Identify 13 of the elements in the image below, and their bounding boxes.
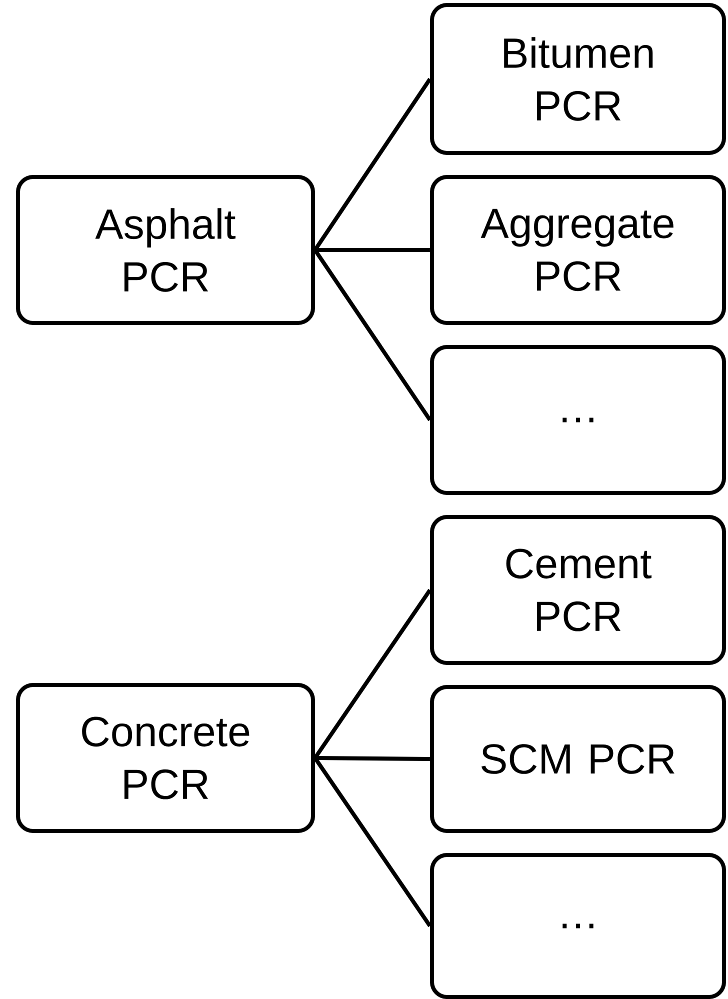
connector-line (313, 588, 432, 760)
category-box: Asphalt PCR (16, 174, 316, 325)
sub-category-box: SCM PCR (430, 684, 726, 833)
connector-line (315, 756, 430, 762)
sub-category-box: … (430, 852, 726, 999)
sub-category-box: Cement PCR (430, 514, 726, 666)
category-box: Concrete PCR (16, 682, 316, 833)
sub-category-box: Aggregate PCR (430, 174, 726, 325)
connector-line (313, 78, 432, 252)
connector-line (315, 248, 430, 252)
sub-category-box: Bitumen PCR (430, 2, 726, 156)
connector-line (313, 248, 432, 422)
sub-category-box: … (430, 344, 726, 495)
